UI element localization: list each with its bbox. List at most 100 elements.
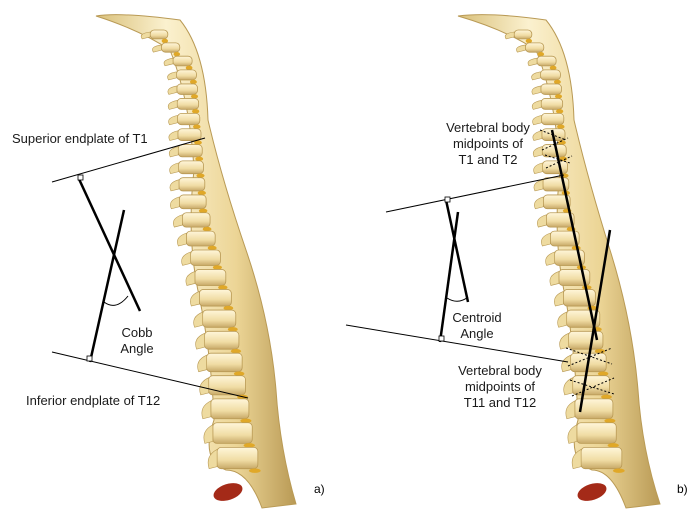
sacrum-red-bone	[211, 480, 244, 504]
vertebra-process	[546, 252, 555, 265]
vertebra-process	[550, 271, 559, 285]
cobb-angle-label-line1: Cobb	[107, 325, 167, 341]
top-midpoints-line2: midpoints of	[428, 136, 548, 152]
right-angle-mark	[78, 175, 83, 180]
vertebra-body	[182, 213, 210, 227]
vertebra-disc	[240, 419, 251, 423]
bottom-midpoints-line1: Vertebral body	[440, 363, 560, 379]
vertebra-body	[177, 70, 197, 80]
vertebra-process	[164, 58, 173, 66]
vertebra-process	[198, 355, 207, 372]
vertebra-process	[168, 86, 177, 94]
vertebra-process	[186, 271, 195, 285]
right-angle-mark	[445, 197, 450, 202]
vertebra-disc	[244, 443, 255, 447]
vertebra-disc	[195, 157, 203, 161]
vertebra-disc	[162, 39, 168, 43]
vertebra-process	[194, 312, 203, 327]
vertebra-disc	[234, 372, 245, 376]
vertebra-body	[205, 331, 239, 349]
vertebra-body	[179, 195, 206, 209]
vertebra-body	[573, 376, 610, 395]
superior-endplate-label: Superior endplate of T1	[12, 131, 148, 147]
spine-illustration-a	[96, 15, 296, 508]
perpendicular-line-upper	[79, 179, 140, 311]
vertebra-process	[173, 215, 182, 227]
vertebra-body	[178, 113, 200, 124]
vertebra-disc	[174, 52, 181, 56]
vertebra-process	[168, 72, 177, 80]
vertebra-disc	[555, 94, 562, 98]
vertebra-process	[554, 291, 563, 306]
vertebra-process	[196, 333, 205, 349]
vertebra-body	[569, 331, 603, 349]
vertebra-disc	[228, 327, 238, 331]
vertebra-process	[152, 45, 161, 52]
vertebra-body	[541, 98, 562, 109]
vertebra-body	[203, 310, 236, 327]
vertebra-body	[525, 43, 543, 52]
vertebra-body	[179, 161, 204, 174]
vertebra-process	[534, 197, 543, 209]
vertebra-body	[195, 269, 226, 285]
centroid-angle-label-line2: Angle	[442, 326, 512, 342]
vertebra-body	[213, 423, 252, 444]
vertebra-body	[211, 399, 249, 419]
top-midpoints-line3: T1 and T2	[428, 152, 548, 168]
vertebra-process	[572, 449, 581, 468]
vertebra-disc	[186, 66, 193, 70]
vertebra-process	[532, 100, 541, 109]
vertebra-body	[209, 376, 246, 395]
panel-letter-a: a)	[314, 482, 325, 496]
vertebra-body	[191, 250, 221, 265]
vertebra-body	[577, 423, 616, 444]
vertebra-disc	[526, 39, 532, 43]
vertebra-disc	[196, 173, 204, 177]
vertebra-body	[178, 145, 202, 157]
vertebra-process	[169, 131, 178, 141]
vertebra-disc	[554, 80, 561, 84]
vertebra-process	[190, 291, 199, 306]
vertebra-process	[170, 180, 179, 191]
vertebra-disc	[218, 285, 227, 289]
bottom-midpoints-line2: midpoints of	[440, 379, 560, 395]
vertebra-body	[173, 56, 192, 66]
vertebra-process	[537, 215, 546, 227]
vertebra-disc	[538, 52, 545, 56]
sacrum-red-bone	[575, 480, 608, 504]
vertebra-process	[170, 197, 179, 209]
right-angle-mark	[87, 356, 92, 361]
vertebra-disc	[601, 395, 612, 399]
vertebra-process	[168, 100, 177, 109]
cobb-angle-label-line2: Angle	[107, 341, 167, 357]
vertebra-disc	[224, 306, 234, 310]
vertebra-process	[562, 355, 571, 372]
vertebra-process	[528, 58, 537, 66]
vertebra-disc	[608, 443, 619, 447]
vertebra-disc	[557, 125, 564, 129]
vertebra-body	[541, 70, 561, 80]
vertebra-body	[537, 56, 556, 66]
vertebra-process	[516, 45, 525, 52]
vertebra-disc	[192, 109, 199, 113]
vertebra-process	[532, 72, 541, 80]
vertebra-disc	[213, 265, 222, 269]
vertebra-body	[541, 84, 562, 94]
vertebra-process	[532, 86, 541, 94]
vertebra-body	[178, 129, 201, 141]
vertebra-process	[560, 333, 569, 349]
vertebra-body	[161, 43, 179, 52]
vertebra-disc	[199, 209, 207, 213]
vertebra-process	[177, 233, 186, 246]
vertebra-body	[207, 353, 243, 372]
top-midpoints-line1: Vertebral body	[428, 120, 548, 136]
centroid-angle-label: Centroid Angle	[442, 310, 512, 342]
vertebra-process	[541, 233, 550, 246]
inferior-endplate-label: Inferior endplate of T12	[26, 393, 160, 409]
cobb-angle-label: Cobb Angle	[107, 325, 167, 357]
vertebra-body	[150, 30, 168, 39]
vertebra-disc	[208, 246, 217, 250]
vertebra-disc	[550, 66, 557, 70]
vertebra-process	[558, 312, 567, 327]
